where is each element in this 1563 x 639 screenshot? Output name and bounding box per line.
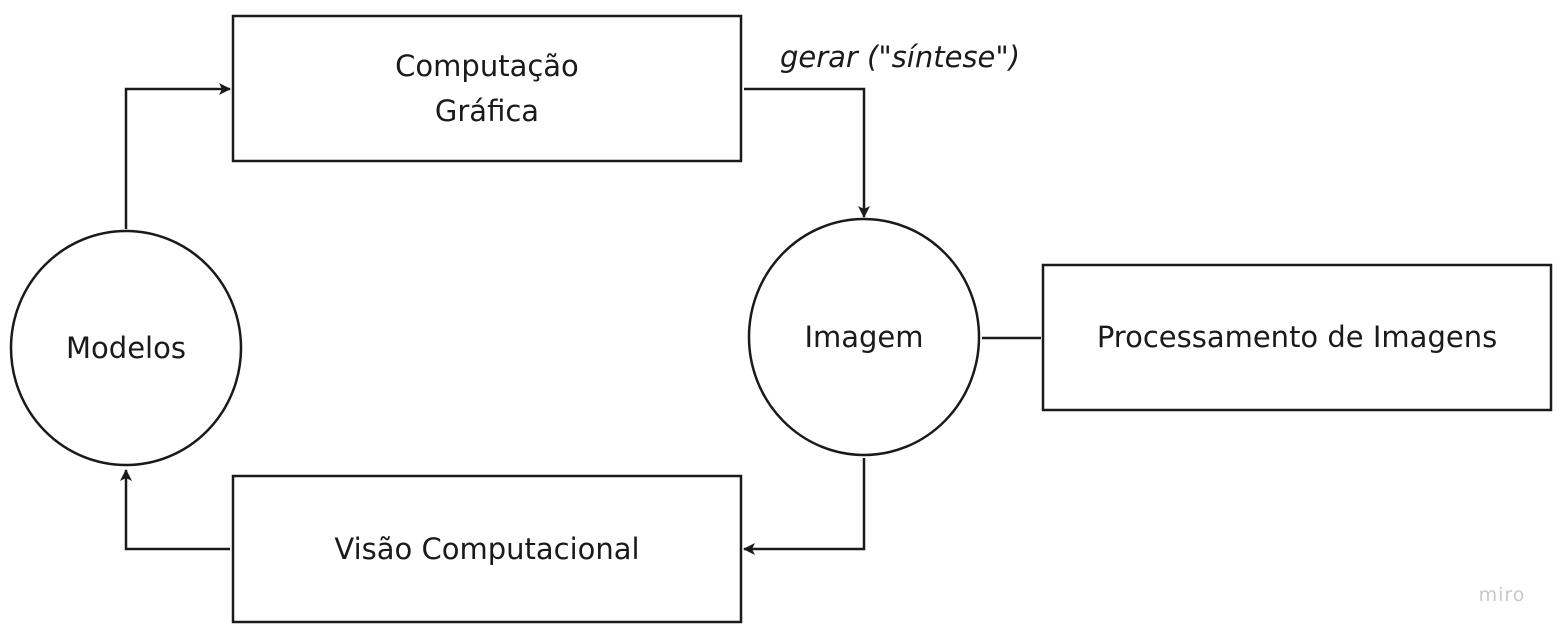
box-processamento-imagens[interactable]	[1041, 263, 1553, 412]
arrow-computacao-grafica-to-imagem[interactable]	[744, 87, 870, 218]
label-imagem: Imagem	[804, 319, 924, 354]
box-computacao-grafica[interactable]	[231, 14, 743, 163]
arrow-modelos-to-computacao-grafica[interactable]	[124, 83, 231, 229]
box-visao-computacional[interactable]	[231, 474, 743, 624]
edge-label-gerar: gerar ("síntese")	[779, 40, 1021, 74]
label-modelos: Modelos	[66, 331, 186, 365]
label-visao-computacional: Visão Computacional	[334, 531, 640, 566]
miro-watermark: miro	[1478, 584, 1526, 606]
label-processamento-imagens: Processamento de Imagens	[1096, 320, 1498, 354]
arrow-imagem-to-visao-computacional[interactable]	[743, 458, 866, 555]
circle-imagem[interactable]	[747, 217, 981, 457]
label-computacao-grafica: Computação Gráfica	[395, 48, 579, 128]
arrow-visao-computacional-to-modelos[interactable]	[120, 469, 230, 551]
circle-modelos[interactable]	[9, 229, 243, 467]
